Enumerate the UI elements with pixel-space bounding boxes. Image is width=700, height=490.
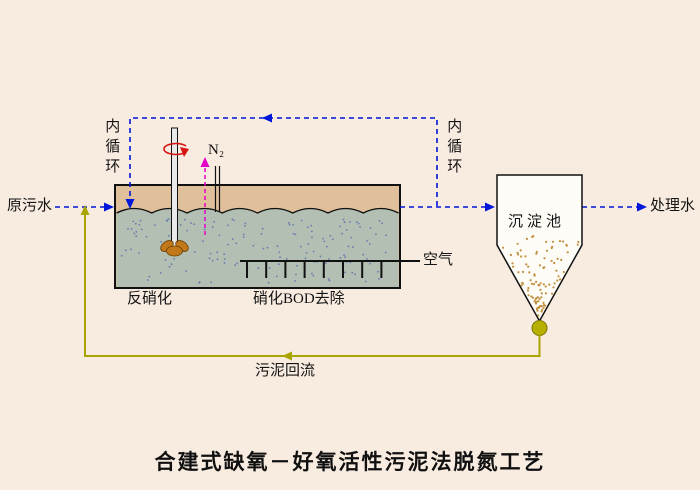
internal-recycle-label-right: 内循环 bbox=[445, 118, 462, 178]
mixer bbox=[160, 127, 189, 257]
settler-outline bbox=[496, 174, 583, 323]
sludge-return-label: 污泥回流 bbox=[255, 363, 316, 379]
sampling-pipe bbox=[214, 166, 221, 212]
rotation-arrow bbox=[163, 142, 187, 156]
internal-recycle-line bbox=[129, 117, 438, 206]
to-settler-arrowhead bbox=[485, 202, 495, 212]
sludge-return-loop bbox=[80, 205, 541, 361]
water-dots bbox=[120, 218, 387, 284]
reactor-tank bbox=[114, 184, 401, 289]
treated-water-label: 处理水 bbox=[650, 198, 696, 214]
recycle-down-arrowhead bbox=[125, 199, 135, 209]
nitrogen-label: N₂ bbox=[208, 142, 225, 158]
denitrification-zone-label: 反硝化 bbox=[127, 291, 173, 307]
mixer-impeller bbox=[160, 240, 189, 257]
diagram-title: 合建式缺氧－好氧活性污泥法脱氮工艺 bbox=[154, 450, 546, 474]
nitrification-zone-label: 硝化BOD去除 bbox=[253, 291, 345, 307]
influent-arrowhead bbox=[104, 202, 114, 212]
sediment-dots bbox=[502, 235, 580, 317]
sludge-return-up-arrowhead bbox=[80, 205, 90, 215]
settling-tank bbox=[496, 174, 583, 336]
nitrogen-offgas bbox=[200, 157, 221, 235]
sludge-return-line bbox=[84, 214, 541, 357]
raw-water-label: 原污水 bbox=[7, 198, 53, 214]
tank-wall bbox=[114, 184, 401, 289]
influent-flow bbox=[55, 202, 114, 212]
air-label: 空气 bbox=[423, 252, 454, 268]
mixer-shaft bbox=[171, 127, 178, 249]
internal-recycle bbox=[125, 113, 438, 209]
settling-tank-label: 沉淀池 bbox=[508, 214, 566, 230]
nitrogen-arrowhead bbox=[200, 157, 210, 167]
sludge-return-left-arrowhead bbox=[282, 351, 292, 361]
effluent-arrowhead bbox=[637, 202, 647, 212]
water-surface bbox=[116, 207, 399, 214]
effluent-flow bbox=[582, 202, 647, 212]
to-settler-flow bbox=[400, 202, 495, 212]
air-diffuser bbox=[240, 260, 420, 278]
rotation-arrowhead bbox=[180, 147, 189, 157]
sludge-ball bbox=[531, 320, 548, 336]
recycle-left-arrowhead bbox=[262, 113, 272, 123]
internal-recycle-label-left: 内循环 bbox=[103, 118, 120, 178]
mixed-liquor bbox=[116, 208, 399, 287]
